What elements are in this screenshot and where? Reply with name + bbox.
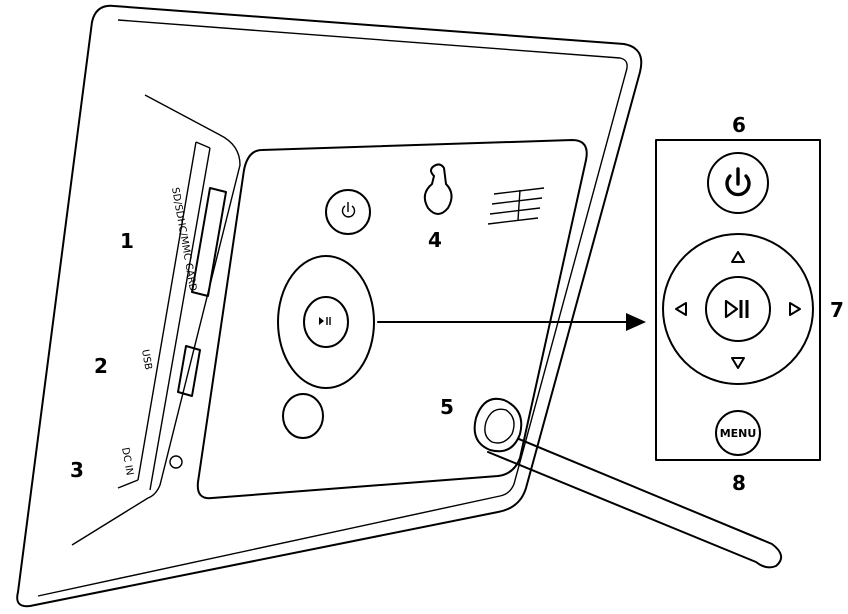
back-panel [196, 139, 588, 500]
control-panel-detail [655, 139, 821, 461]
detail-power-button[interactable] [707, 152, 769, 214]
usb-port-label: USB [139, 349, 153, 371]
frame-navigation-dial[interactable] [277, 255, 375, 389]
wall-mount-keyhole [423, 163, 453, 215]
power-icon [725, 167, 751, 197]
dc-in-jack[interactable] [169, 455, 183, 469]
arrow-up-icon[interactable] [731, 251, 745, 263]
usb-port[interactable] [177, 345, 201, 397]
menu-button-label: MENU [720, 427, 757, 440]
callout-3: 3 [70, 458, 84, 482]
arrow-left-icon[interactable] [675, 302, 687, 316]
callout-4: 4 [428, 228, 442, 252]
callout-6: 6 [732, 113, 746, 137]
arrow-down-icon[interactable] [731, 357, 745, 369]
frame-power-icon [341, 202, 356, 218]
arrow-right-icon[interactable] [789, 302, 801, 316]
detail-menu-button[interactable]: MENU [715, 410, 761, 456]
callout-7: 7 [830, 298, 844, 322]
frame-body [16, 4, 643, 608]
frame-play-pause-icon [319, 317, 331, 325]
callout-1: 1 [120, 229, 134, 253]
frame-power-button[interactable] [325, 189, 371, 235]
stand [473, 397, 783, 569]
callout-5: 5 [440, 395, 454, 419]
card-slot[interactable] [191, 187, 227, 297]
callout-2: 2 [94, 354, 108, 378]
callout-8: 8 [732, 471, 746, 495]
speaker-grille [487, 187, 545, 225]
pointer-arrow [377, 313, 646, 331]
detail-navigation-dial[interactable] [662, 233, 814, 385]
play-pause-icon [724, 299, 749, 319]
dc-in-label: DC IN [119, 447, 135, 477]
frame-menu-button[interactable] [282, 393, 324, 439]
